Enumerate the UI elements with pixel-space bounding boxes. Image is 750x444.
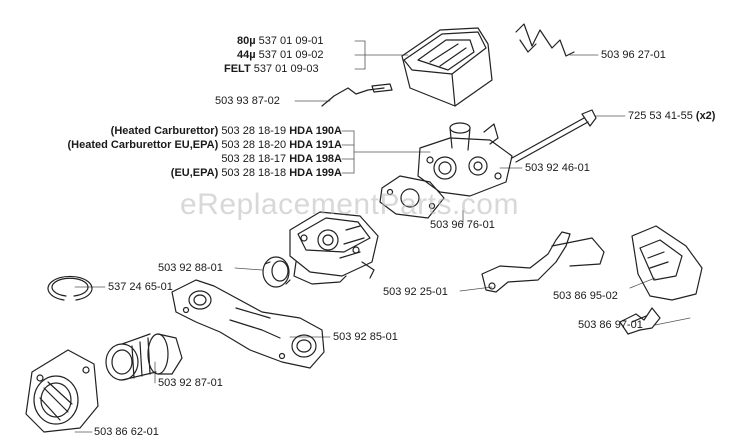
label-carb-190a: (Heated Carburettor) 503 28 18-19 HDA 19…: [111, 125, 342, 138]
label-ring: 503 92 88-01: [158, 262, 223, 274]
label-model: HDA 191A: [289, 139, 342, 151]
label-filter-80u: 80µ 537 01 09-01: [237, 35, 323, 48]
label-part-number: 503 28 18-18: [221, 167, 287, 179]
label-note: (Heated Carburettor): [110, 125, 219, 137]
spring-drawing: [619, 307, 661, 335]
ring-drawing: [262, 256, 291, 288]
label-note: (Heated Carburettor EU,EPA): [67, 139, 219, 151]
snap-ring-drawing: [47, 275, 93, 301]
air-filter-drawing: [401, 27, 493, 107]
cover-drawing: [631, 225, 703, 301]
label-part-number: 537 01 09-02: [258, 49, 324, 61]
label-part-number: 537 01 09-03: [253, 63, 319, 75]
label-qualifier: 80µ: [237, 35, 256, 47]
label-model: HDA 190A: [289, 125, 342, 137]
label-screw: 725 53 41-55 (x2): [628, 110, 715, 123]
label-quantity: (x2): [695, 110, 716, 122]
label-intake-hose: 503 92 87-01: [158, 377, 223, 389]
label-filter-44u: 44µ 537 01 09-02: [237, 49, 323, 62]
label-lever: 503 92 25-01: [383, 286, 448, 298]
label-part-number: 503 28 18-20: [221, 139, 287, 151]
watermark: eReplacementParts.com: [180, 188, 519, 221]
label-adapter: 503 92 46-01: [525, 162, 590, 174]
label-gasket: 503 96 76-01: [430, 219, 495, 231]
lever-drawing: [481, 231, 605, 293]
leader-lines: [74, 40, 691, 433]
flange-drawing: [25, 349, 99, 433]
label-qualifier: 44µ: [237, 49, 256, 61]
screw-drawing: [511, 109, 597, 163]
label-note: (EU,EPA): [170, 167, 219, 179]
label-spring: 503 86 97-01: [578, 319, 643, 331]
label-snap-ring: 537 24 65-01: [108, 281, 173, 293]
label-part-number: 503 28 18-17: [221, 153, 287, 165]
carburettor-drawing: [289, 211, 379, 285]
label-filter-felt: FELT 537 01 09-03: [224, 63, 319, 76]
label-carb-191a: (Heated Carburettor EU,EPA) 503 28 18-20…: [67, 139, 342, 152]
label-carb-198a: 503 28 18-17 HDA 198A: [221, 153, 342, 166]
label-part-number: 503 28 18-19: [221, 125, 287, 137]
label-model: HDA 198A: [289, 153, 342, 165]
label-part-number: 537 01 09-01: [258, 35, 324, 47]
label-carb-199a: (EU,EPA) 503 28 18-18 HDA 199A: [171, 167, 342, 180]
label-cover: 503 86 95-02: [553, 290, 618, 302]
label-wire-rod: 503 93 87-02: [215, 95, 280, 107]
label-intake-manifold: 503 92 85-01: [333, 331, 398, 343]
label-qualifier: FELT: [224, 63, 251, 75]
wire-rod-drawing: [321, 83, 393, 107]
label-flange: 503 86 62-01: [94, 426, 159, 438]
label-model: HDA 199A: [289, 167, 342, 179]
label-part-number: 725 53 41-55: [628, 110, 693, 122]
intake-hose-drawing: [105, 333, 183, 381]
gasket-drawing: [379, 175, 445, 219]
wire-clip-drawing: [515, 23, 575, 57]
label-clip: 503 96 27-01: [601, 49, 666, 61]
intake-manifold-drawing: [171, 279, 325, 369]
